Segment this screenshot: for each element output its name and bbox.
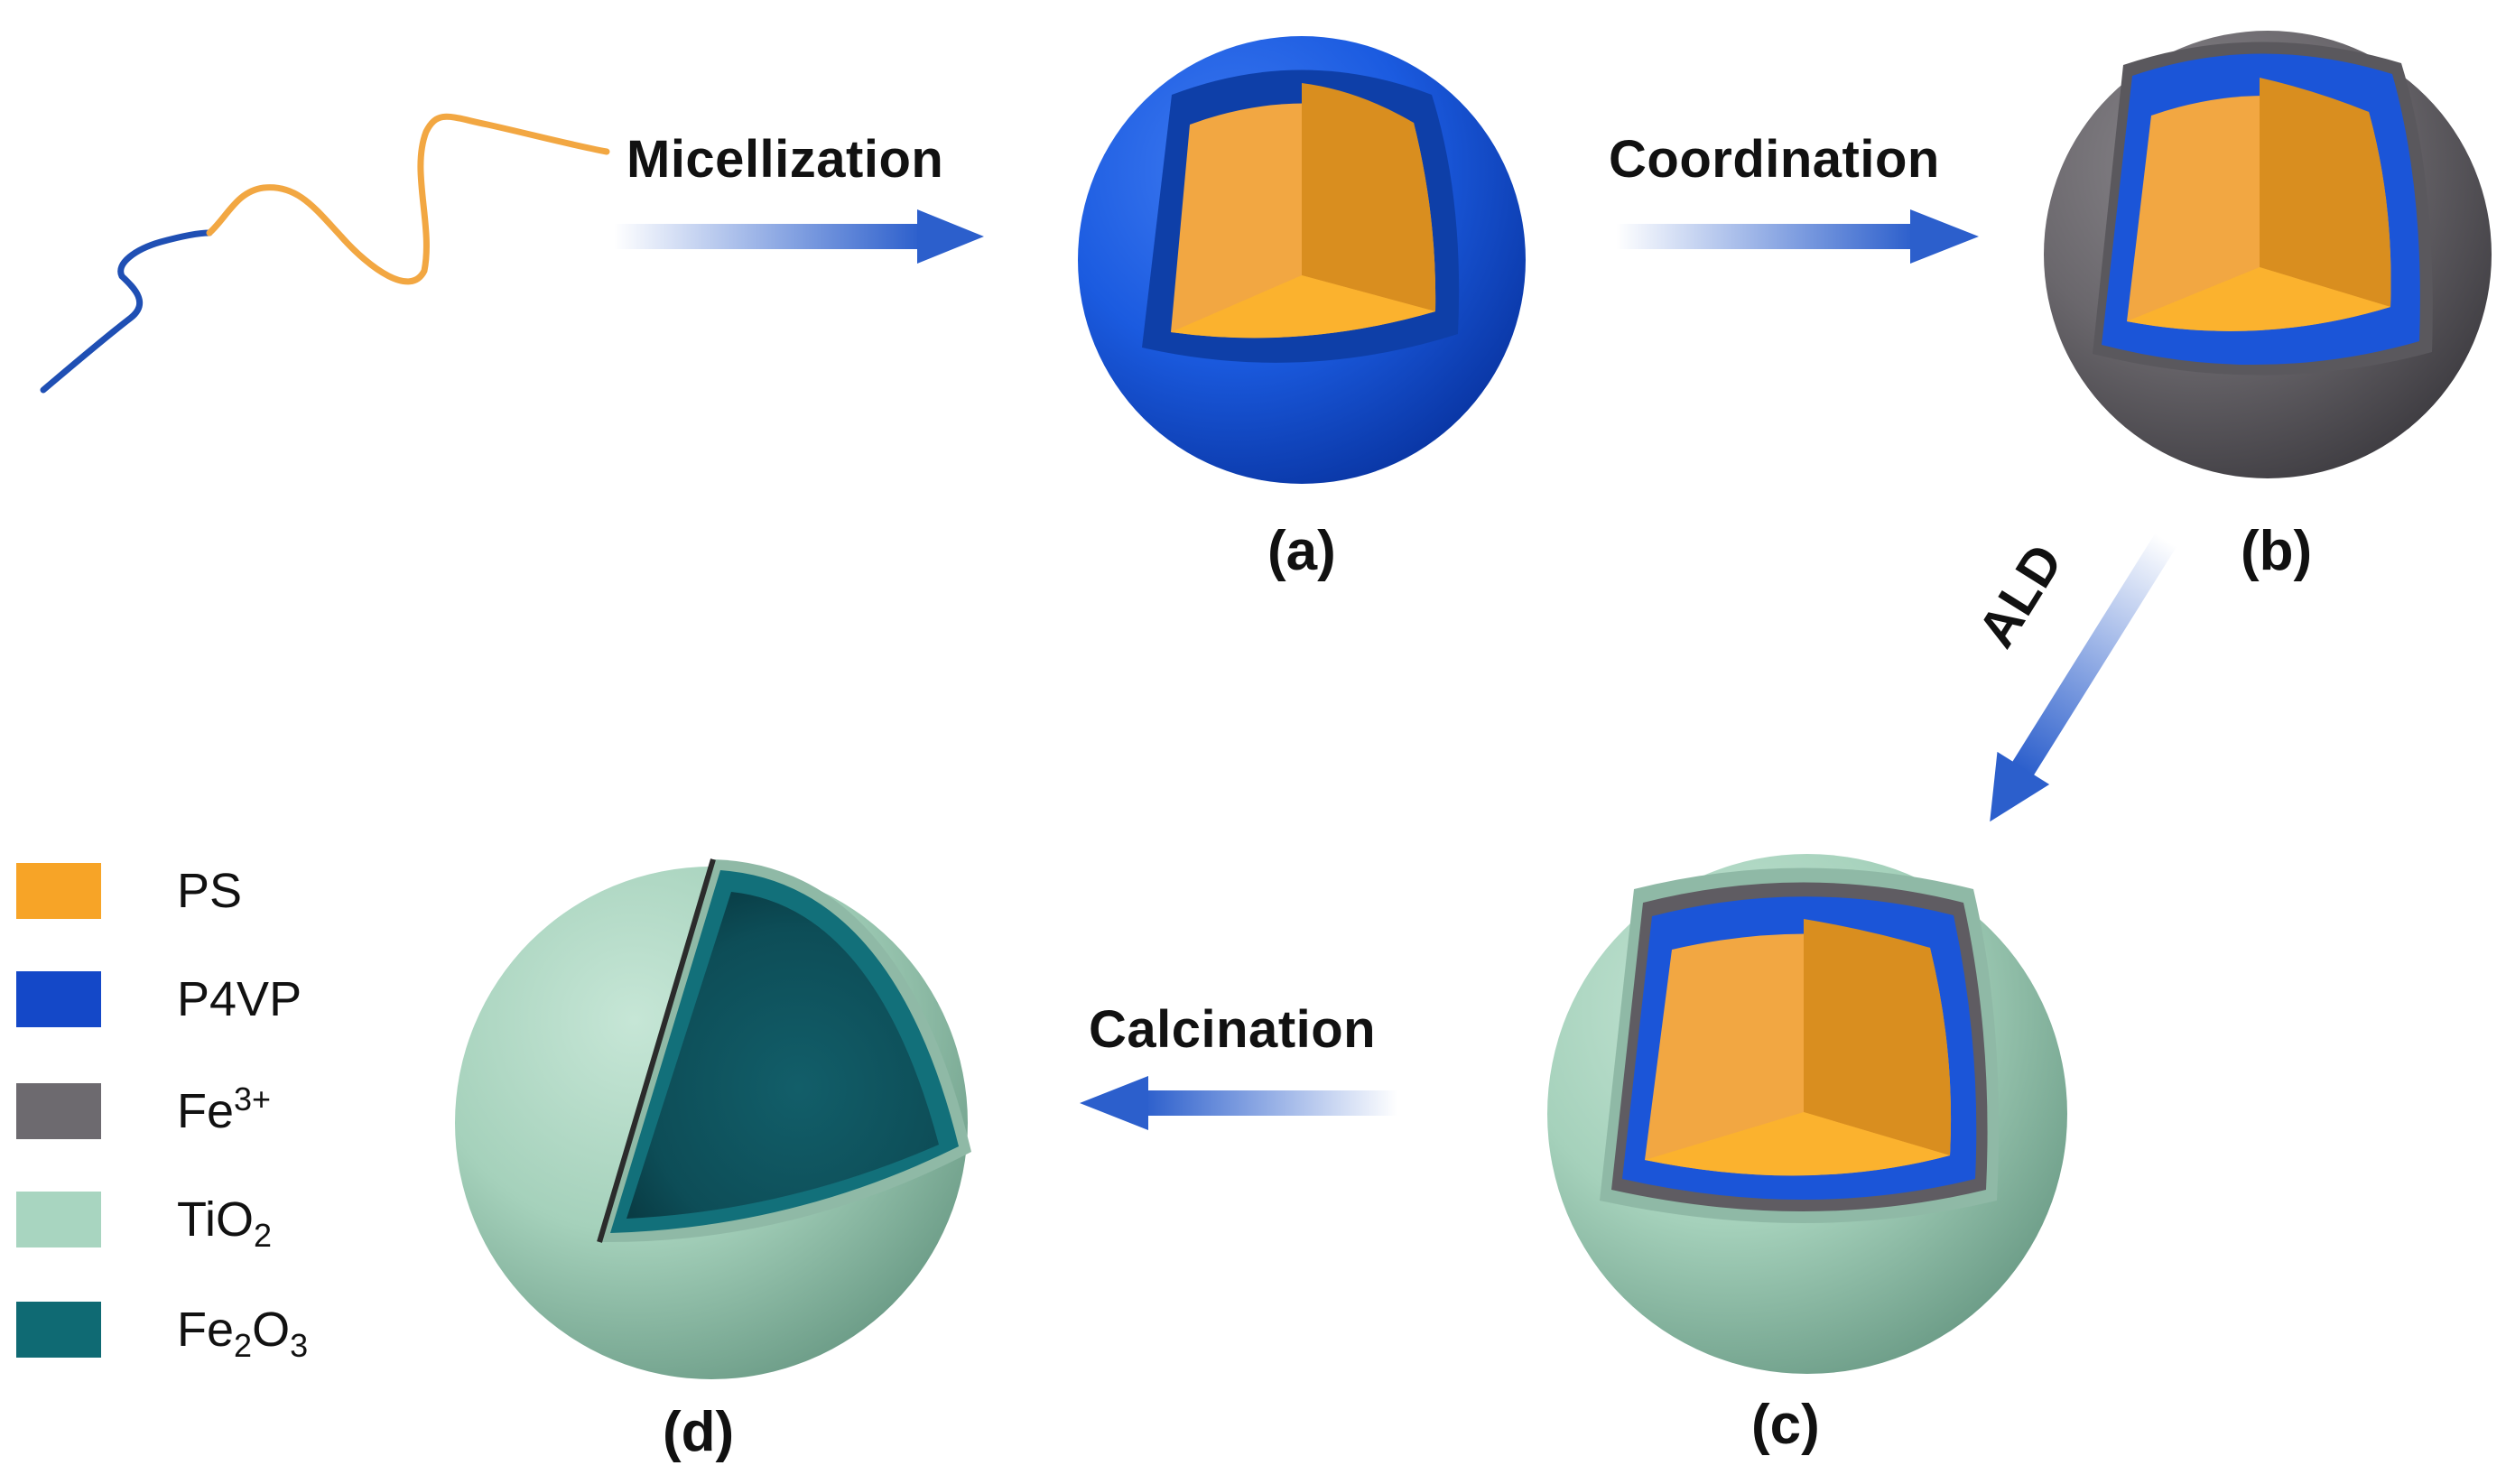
sphere-a-micelle [1078,36,1526,484]
sphere-d-hollow [455,858,971,1379]
legend-swatch-fe2o3 [16,1302,101,1358]
panel-label-a: (a) [1267,520,1336,582]
legend-label-ps: PS [177,864,243,918]
chain-p4vp-segment [40,229,213,394]
sphere-b-coordinated [2044,31,2492,478]
legend-swatch-tio2 [16,1192,101,1247]
panel-label-d: (d) [663,1401,735,1463]
legend-label-tio2: TiO2 [177,1192,273,1254]
hollow-cavity [626,892,939,1219]
ald-arrow [1990,533,2177,822]
legend-swatch-p4vp [16,971,101,1027]
legend-swatch-ps [16,863,101,919]
legend-label-fe3: Fe3+ [177,1081,272,1138]
micellization-label: Micellization [626,130,944,189]
micellization-arrow [614,209,984,264]
legend-label-fe2o3: Fe2O3 [177,1303,309,1364]
panel-label-b: (b) [2241,520,2313,582]
sphere-c-tio2-coated [1547,854,2067,1374]
panel-label-c: (c) [1751,1394,1820,1456]
legend-label-p4vp: P4VP [177,972,302,1026]
block-copolymer-chain [40,113,610,394]
legend-swatch-fe3 [16,1083,101,1139]
chain-ps-segment [206,113,610,285]
coordination-label: Coordination [1609,130,1940,189]
calcination-label: Calcination [1089,1000,1377,1059]
calcination-arrow [1080,1076,1397,1130]
coordination-arrow [1616,209,1979,264]
